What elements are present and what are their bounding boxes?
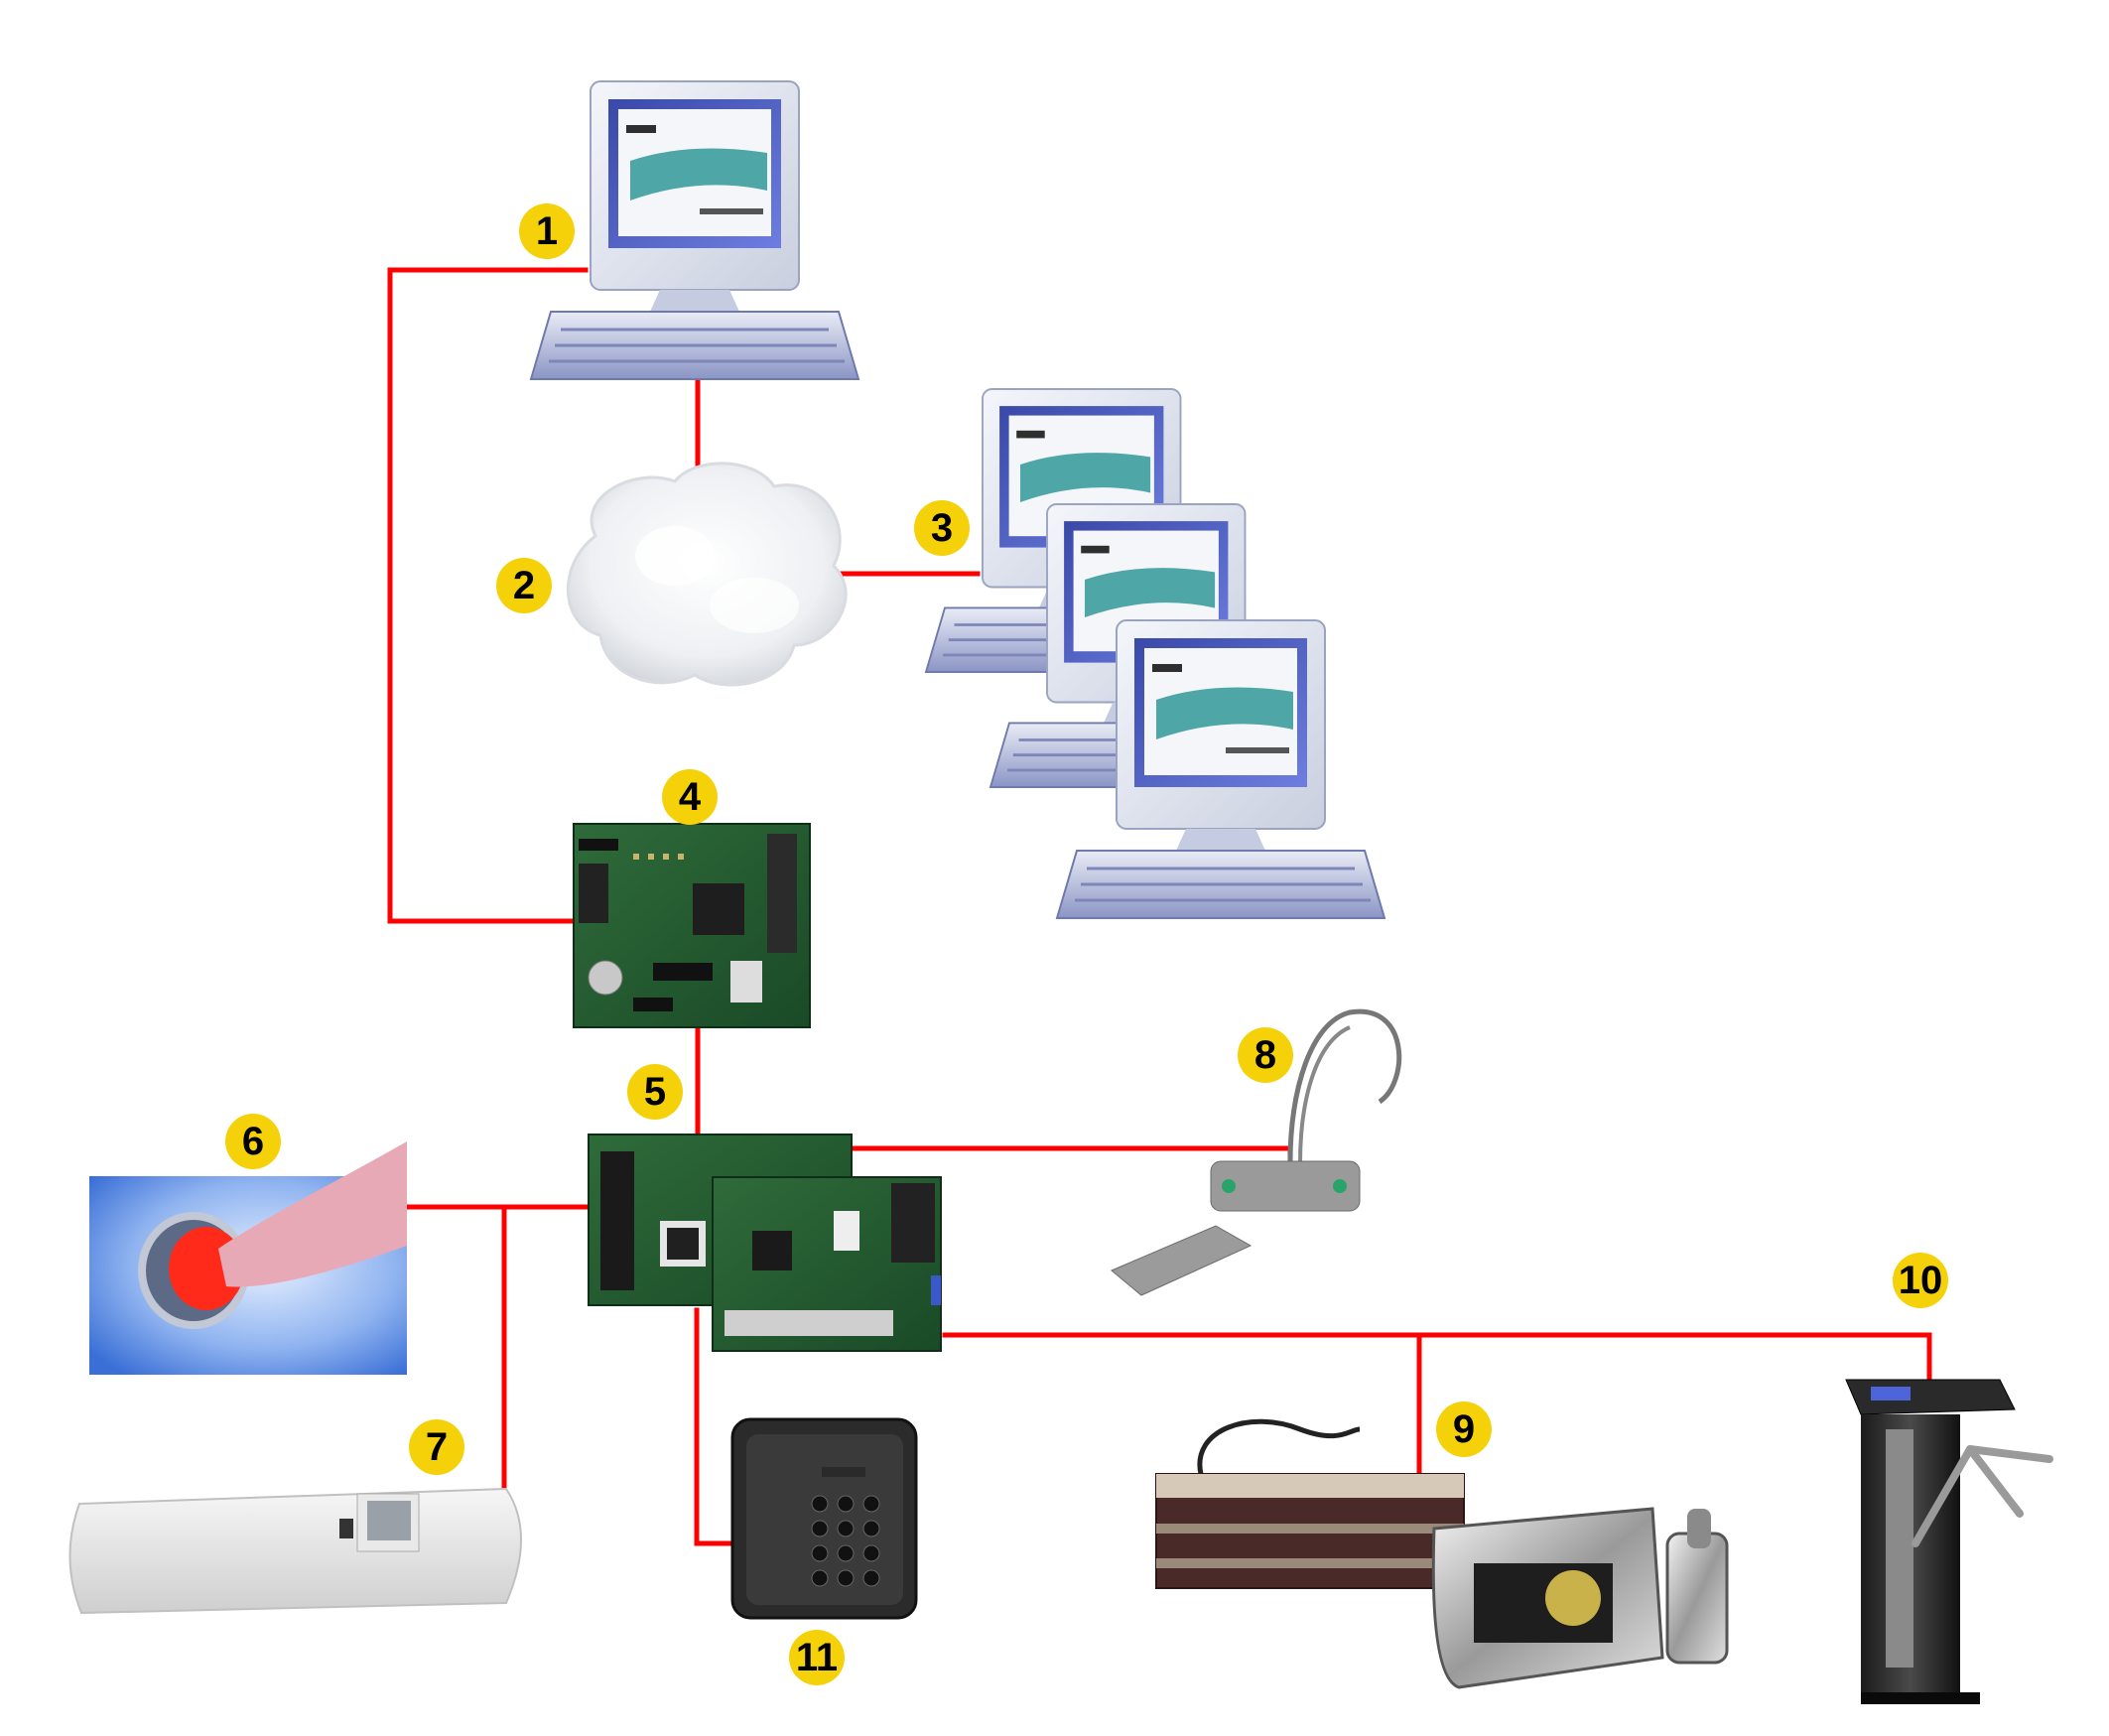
network-cloud-icon <box>566 462 848 687</box>
badge-6: 6 <box>225 1114 281 1169</box>
exit-push-button-icon <box>89 1141 407 1375</box>
keypad-reader-icon <box>730 1417 918 1620</box>
turnstile-icon <box>1845 1379 2053 1704</box>
line-io-to-turnstile <box>942 1332 1932 1383</box>
badge-5: 5 <box>627 1064 683 1120</box>
badge-2: 2 <box>496 558 552 613</box>
electric-locks-icon <box>1155 1418 1729 1689</box>
client-computers-icon <box>924 387 1386 920</box>
badge-1: 1 <box>519 203 575 259</box>
badge-3: 3 <box>914 500 970 556</box>
line-io-to-door-contact <box>851 1145 1293 1164</box>
badge-8: 8 <box>1238 1027 1293 1083</box>
controller-board-icon <box>573 823 811 1028</box>
motion-sensor-icon <box>68 1487 522 1615</box>
line-pc-to-controller <box>387 267 589 924</box>
badge-11: 11 <box>789 1630 845 1685</box>
line-io-to-keypad <box>694 1307 735 1546</box>
io-expansion-boards-icon <box>588 1134 942 1352</box>
badge-10: 10 <box>1893 1253 1948 1308</box>
magnetic-door-contact-icon <box>1111 1008 1402 1296</box>
badge-7: 7 <box>409 1419 464 1475</box>
workstation-computer-icon <box>529 79 860 381</box>
badge-4: 4 <box>662 769 718 825</box>
badge-9: 9 <box>1436 1402 1492 1457</box>
